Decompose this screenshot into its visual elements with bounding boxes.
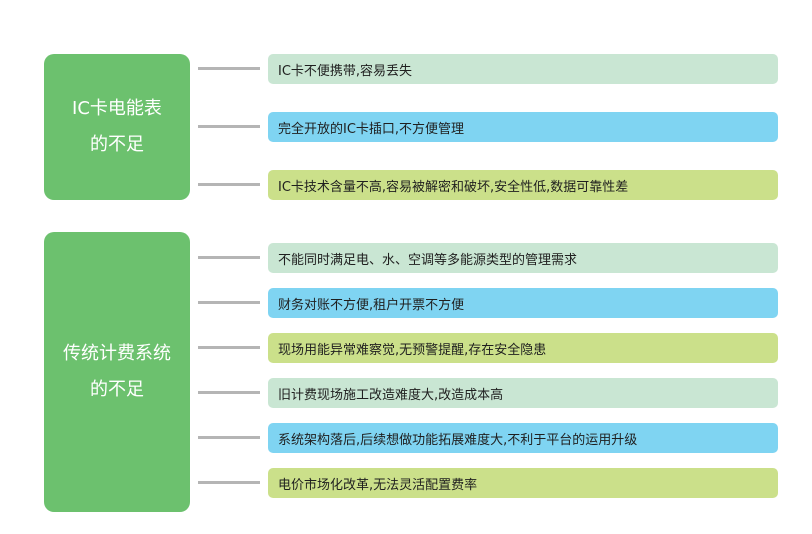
group-title-line2: 的不足 [90, 134, 144, 155]
group-box-ic-card: IC卡电能表 的不足 [44, 54, 190, 200]
deficiency-item: 旧计费现场施工改造难度大,改造成本高 [268, 378, 778, 408]
deficiency-item-text: IC卡不便携带,容易丢失 [278, 63, 413, 79]
group-title: 传统计费系统 的不足 [44, 336, 190, 408]
connector-line [198, 436, 260, 439]
deficiency-item-text: 财务对账不方便,租户开票不方便 [278, 297, 465, 313]
deficiency-item: 财务对账不方便,租户开票不方便 [268, 288, 778, 318]
group-title-line1: 传统计费系统 [63, 343, 171, 364]
deficiency-item-text: 电价市场化改革,无法灵活配置费率 [278, 477, 478, 493]
deficiency-item-text: 完全开放的IC卡插口,不方便管理 [278, 121, 465, 137]
deficiency-item: 系统架构落后,后续想做功能拓展难度大,不利于平台的运用升级 [268, 423, 778, 453]
connector-line [198, 481, 260, 484]
deficiency-item-text: 不能同时满足电、水、空调等多能源类型的管理需求 [278, 252, 578, 268]
deficiency-item-text: IC卡技术含量不高,容易被解密和破坏,安全性低,数据可靠性差 [278, 179, 629, 195]
deficiency-item-text: 系统架构落后,后续想做功能拓展难度大,不利于平台的运用升级 [278, 432, 638, 448]
connector-line [198, 301, 260, 304]
group-box-billing-system: 传统计费系统 的不足 [44, 232, 190, 512]
connector-line [198, 67, 260, 70]
deficiency-item: 现场用能异常难察觉,无预警提醒,存在安全隐患 [268, 333, 778, 363]
connector-line [198, 391, 260, 394]
deficiency-item: IC卡技术含量不高,容易被解密和破坏,安全性低,数据可靠性差 [268, 170, 778, 200]
deficiency-item: 完全开放的IC卡插口,不方便管理 [268, 112, 778, 142]
group-title: IC卡电能表 的不足 [44, 91, 190, 163]
connector-line [198, 346, 260, 349]
deficiency-item-text: 现场用能异常难察觉,无预警提醒,存在安全隐患 [278, 342, 547, 358]
deficiency-item-text: 旧计费现场施工改造难度大,改造成本高 [278, 387, 504, 403]
deficiency-item: 电价市场化改革,无法灵活配置费率 [268, 468, 778, 498]
deficiency-item: 不能同时满足电、水、空调等多能源类型的管理需求 [268, 243, 778, 273]
connector-line [198, 183, 260, 186]
group-title-line2: 的不足 [90, 379, 144, 400]
connector-line [198, 125, 260, 128]
deficiency-item: IC卡不便携带,容易丢失 [268, 54, 778, 84]
group-title-line1: IC卡电能表 [72, 98, 162, 119]
connector-line [198, 256, 260, 259]
